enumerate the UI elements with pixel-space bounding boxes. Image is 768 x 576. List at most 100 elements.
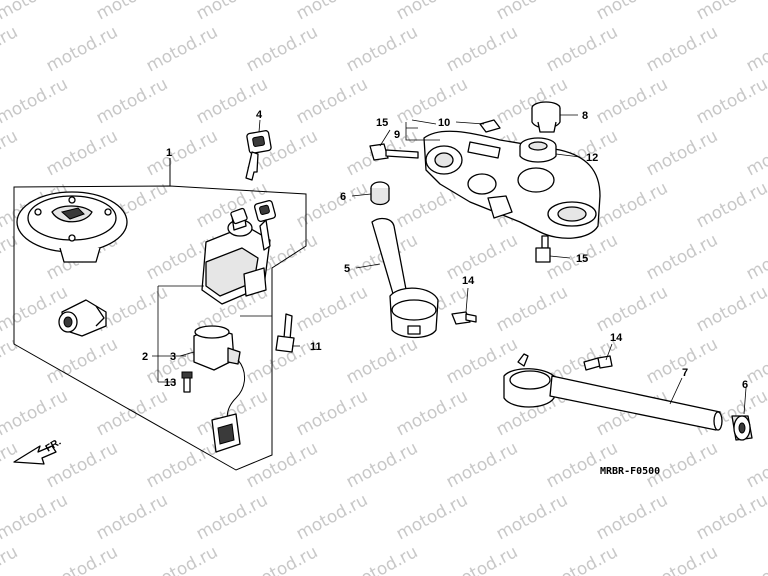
nut-12-part bbox=[519, 137, 557, 163]
ignition-switch-part bbox=[201, 200, 276, 305]
callout-16: 15 bbox=[376, 117, 388, 129]
watermark-text: motod.ru bbox=[343, 22, 421, 76]
watermark-text: motod.ru bbox=[0, 386, 71, 440]
watermark-text: motod.ru bbox=[693, 0, 768, 24]
watermark-text: motod.ru bbox=[243, 542, 321, 576]
screw-13-part bbox=[181, 371, 193, 393]
watermark-text: motod.ru bbox=[0, 334, 21, 388]
callout-13: 13 bbox=[164, 377, 176, 389]
watermark-text: motod.ru bbox=[43, 126, 121, 180]
watermark-text: motod.ru bbox=[43, 22, 121, 76]
watermark-text: motod.ru bbox=[143, 542, 221, 576]
diagram-code: MRBR-F0500 bbox=[600, 466, 660, 477]
watermark-text: motod.ru bbox=[93, 74, 171, 128]
callout-2: 2 bbox=[142, 351, 148, 363]
watermark-text: motod.ru bbox=[0, 126, 21, 180]
watermark-text: motod.ru bbox=[593, 0, 671, 24]
leader-lines bbox=[152, 114, 747, 415]
callout-6-upper: 6 bbox=[340, 191, 346, 203]
watermark-text: motod.ru bbox=[93, 282, 171, 336]
watermark-text: motod.ru bbox=[643, 22, 721, 76]
watermark-text: motod.ru bbox=[0, 0, 71, 24]
fuel-cap-part bbox=[16, 191, 128, 263]
watermark-text: motod.ru bbox=[293, 386, 371, 440]
watermark-text: motod.ru bbox=[293, 74, 371, 128]
watermark-text: motod.ru bbox=[193, 490, 271, 544]
watermark-text: motod.ru bbox=[243, 438, 321, 492]
top-bridge-part bbox=[423, 130, 601, 239]
callout-14-right: 14 bbox=[610, 332, 623, 344]
switch-body-part bbox=[193, 325, 245, 453]
callout-5: 5 bbox=[344, 263, 350, 275]
callout-4: 4 bbox=[256, 109, 263, 121]
watermark-text: motod.ru bbox=[0, 490, 71, 544]
watermark-text: motod.ru bbox=[343, 438, 421, 492]
watermark-text: motod.ru bbox=[193, 0, 271, 24]
watermark-text: motod.ru bbox=[743, 542, 768, 576]
watermark-text: motod.ru bbox=[0, 542, 21, 576]
callout-1: 1 bbox=[166, 147, 172, 159]
watermark-text: motod.ru bbox=[693, 178, 768, 232]
watermark-text: motod.ru bbox=[643, 230, 721, 284]
watermark-text: motod.ru bbox=[293, 0, 371, 24]
watermark-text: motod.ru bbox=[43, 334, 121, 388]
left-handlebar-part bbox=[371, 217, 439, 339]
bolt-14-mid-part bbox=[451, 311, 477, 325]
watermark-text: motod.ru bbox=[743, 22, 768, 76]
watermark-text: motod.ru bbox=[643, 542, 721, 576]
watermark-text: motod.ru bbox=[543, 542, 621, 576]
watermark-text: motod.ru bbox=[743, 230, 768, 284]
callout-12: 12 bbox=[586, 152, 598, 164]
watermark-text: motod.ru bbox=[443, 438, 521, 492]
bolt-15-part bbox=[535, 235, 551, 263]
key-part bbox=[245, 130, 272, 181]
watermark-text: motod.ru bbox=[443, 542, 521, 576]
watermark-text: motod.ru bbox=[0, 230, 21, 284]
callout-3: 3 bbox=[170, 351, 176, 363]
watermark-text: motod.ru bbox=[93, 386, 171, 440]
callout-9: 9 bbox=[394, 129, 400, 141]
watermark-text: motod.ru bbox=[143, 126, 221, 180]
watermark-text: motod.ru bbox=[443, 22, 521, 76]
bolt-14-right-part bbox=[583, 355, 613, 371]
callout-6-right: 6 bbox=[742, 379, 748, 391]
watermark-text: motod.ru bbox=[393, 386, 471, 440]
bar-end-6-part bbox=[731, 415, 753, 441]
watermark-text: motod.ru bbox=[643, 126, 721, 180]
watermark-text: motod.ru bbox=[593, 490, 671, 544]
watermark-text: motod.ru bbox=[643, 334, 721, 388]
watermark-text: motod.ru bbox=[593, 282, 671, 336]
watermark-text: motod.ru bbox=[493, 490, 571, 544]
watermark-text: motod.ru bbox=[343, 334, 421, 388]
watermark-text: motod.ru bbox=[543, 22, 621, 76]
callout-14-mid: 14 bbox=[462, 275, 475, 287]
watermark-text: motod.ru bbox=[293, 282, 371, 336]
watermark-text: motod.ru bbox=[593, 74, 671, 128]
watermark-text: motod.ru bbox=[0, 438, 21, 492]
watermark-text: motod.ru bbox=[143, 22, 221, 76]
right-handlebar-part bbox=[503, 353, 723, 431]
watermark-text: motod.ru bbox=[493, 0, 571, 24]
callout-10: 10 bbox=[438, 117, 450, 129]
watermark-text: motod.ru bbox=[293, 178, 371, 232]
watermark-text: motod.ru bbox=[343, 542, 421, 576]
bolt-11-part bbox=[275, 313, 295, 353]
watermark-text: motod.ru bbox=[93, 0, 171, 24]
seat-lock-part bbox=[58, 299, 107, 337]
callout-labels: 1 2 3 4 5 6 6 7 8 9 10 11 12 13 14 14 15… bbox=[142, 109, 748, 391]
watermark-text: motod.ru bbox=[143, 438, 221, 492]
watermark-text: motod.ru bbox=[693, 490, 768, 544]
watermark-text: motod.ru bbox=[493, 282, 571, 336]
cap-8-part bbox=[531, 101, 561, 133]
watermark-text: motod.ru bbox=[593, 178, 671, 232]
watermark-text: motod.ru bbox=[93, 490, 171, 544]
bolt-16-part bbox=[369, 143, 419, 161]
watermark-text: motod.ru bbox=[0, 22, 21, 76]
watermark-text: motod.ru bbox=[293, 490, 371, 544]
watermark-text: motod.ru bbox=[393, 0, 471, 24]
front-direction-arrow: FR. bbox=[13, 437, 63, 465]
lock-set-kit-outline bbox=[13, 158, 307, 471]
watermark-text: motod.ru bbox=[393, 74, 471, 128]
